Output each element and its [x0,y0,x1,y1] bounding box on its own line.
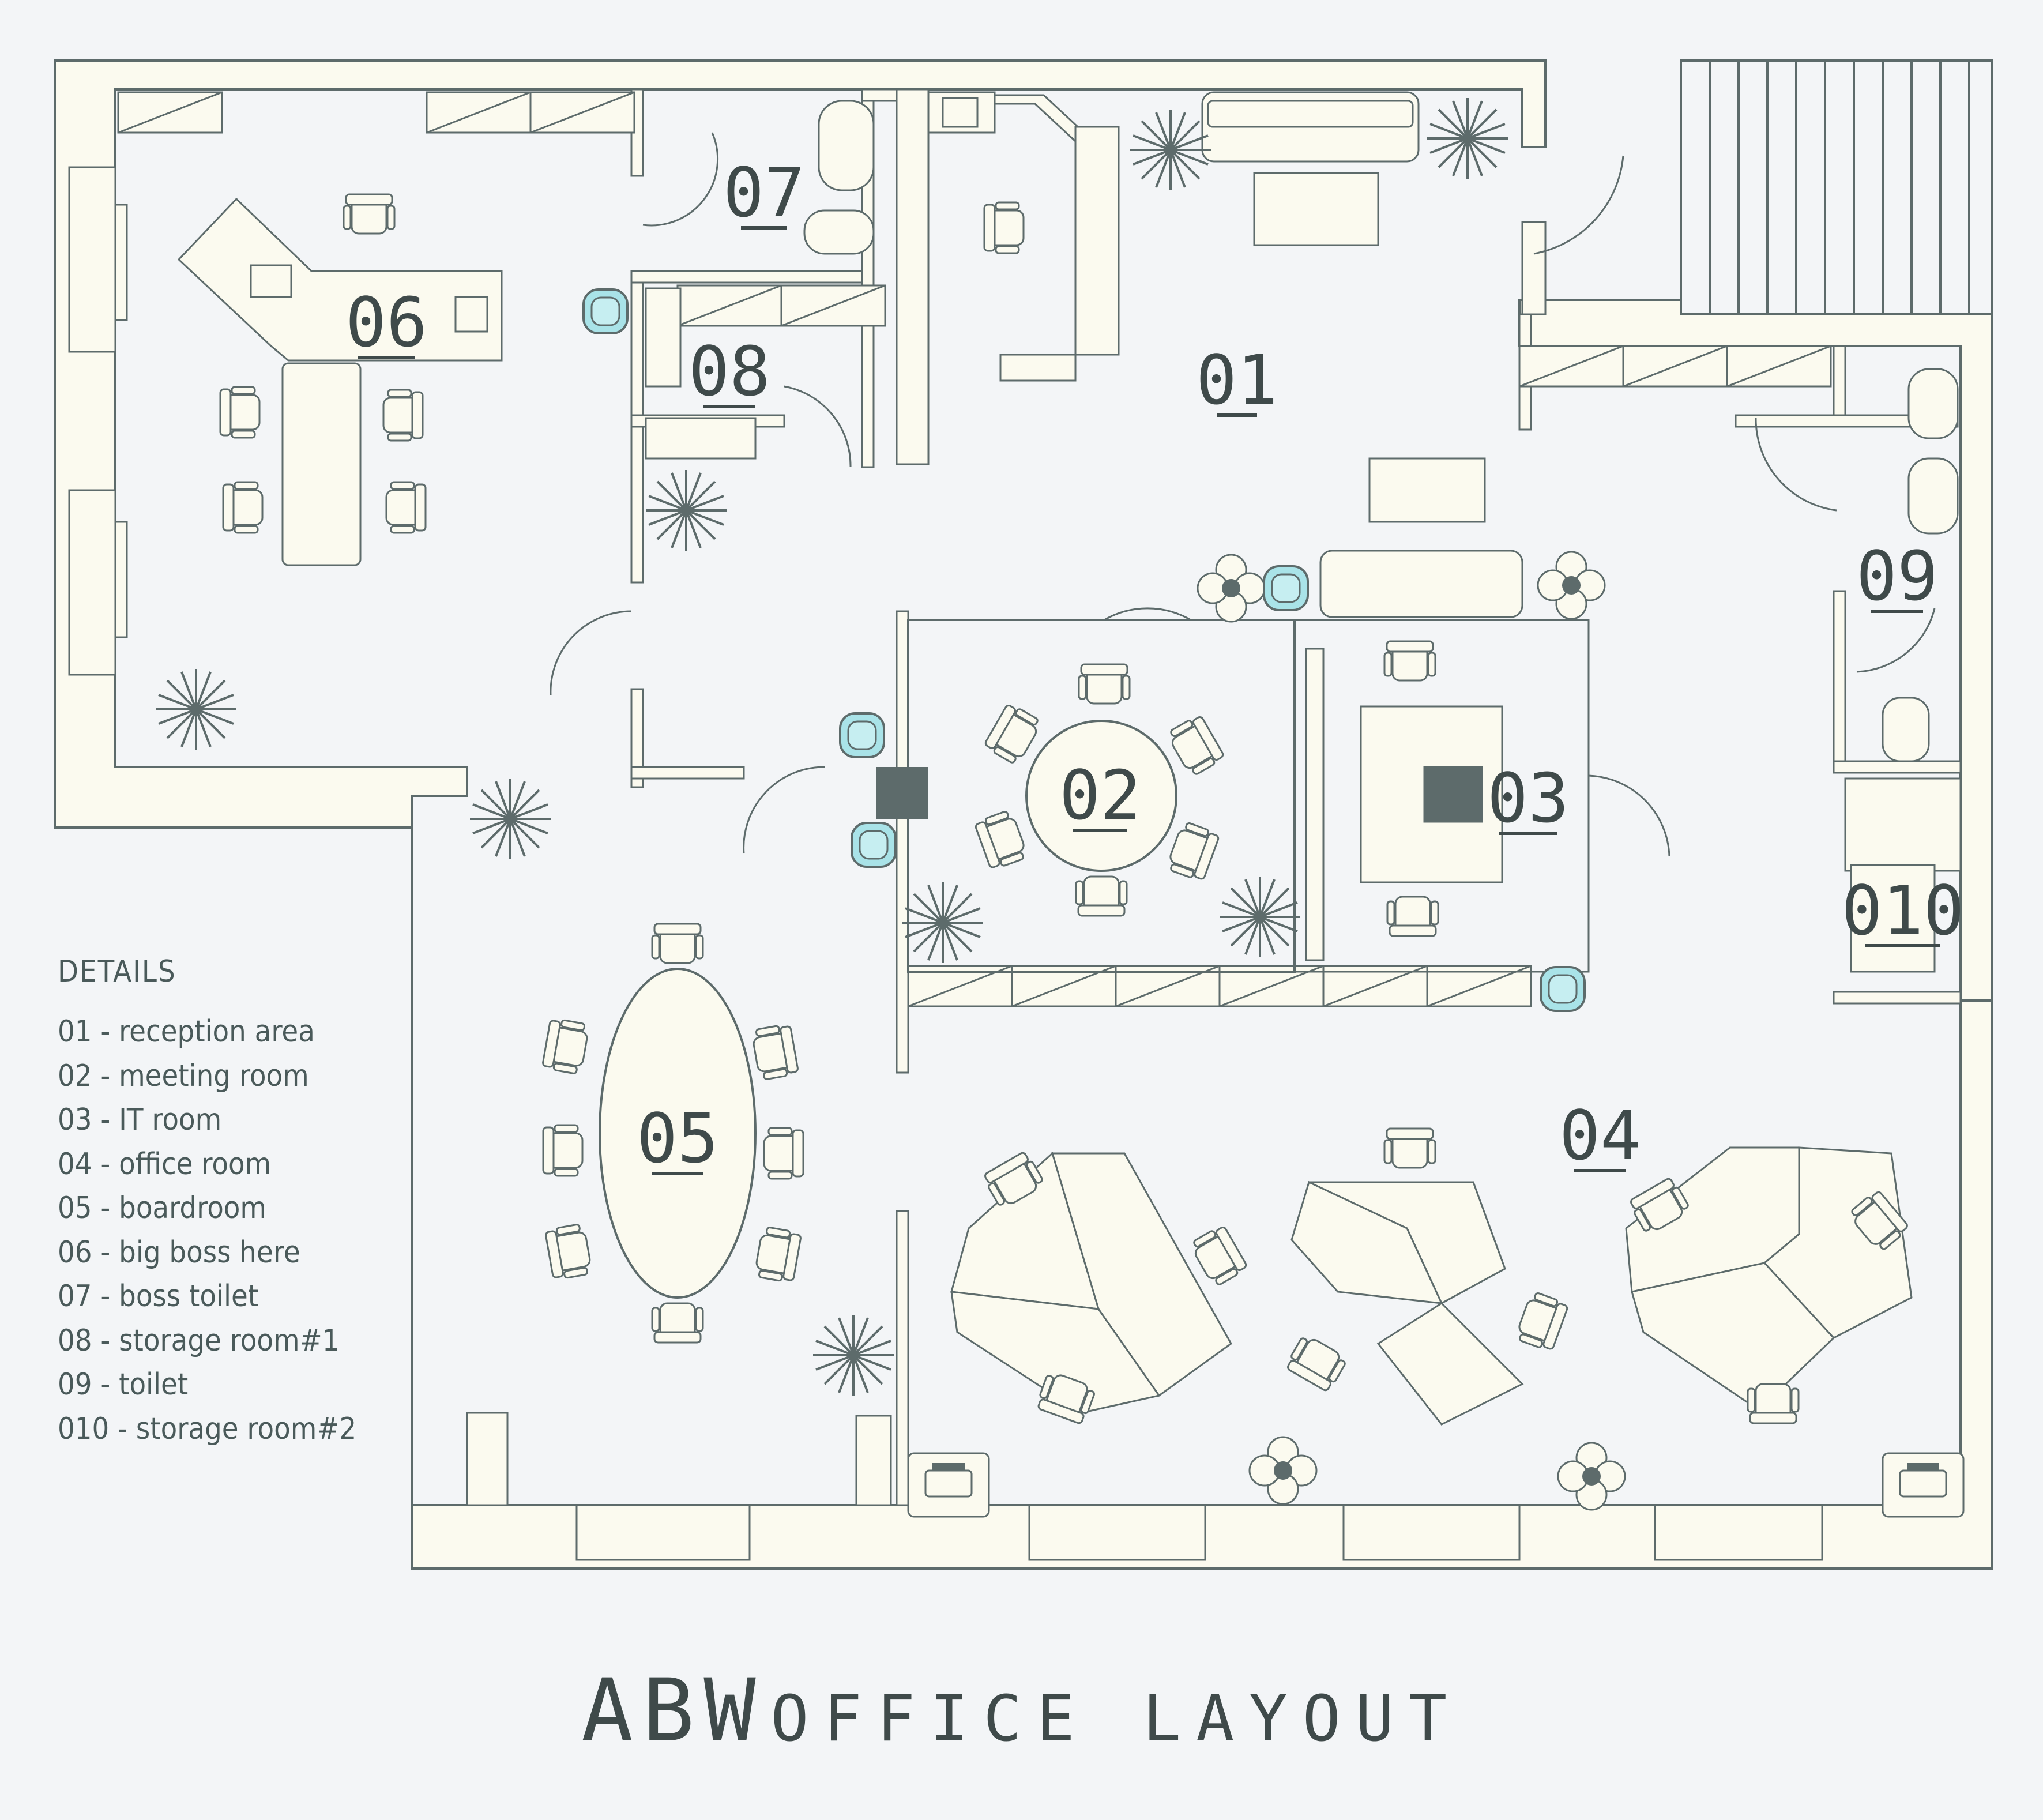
details-item: 05 - boardroom [58,1191,266,1225]
room-label-07: 07 [723,153,805,232]
details-item: 03 - IT room [58,1103,222,1137]
details-item: 02 - meeting room [58,1058,309,1093]
details-item: 07 - boss toilet [58,1279,259,1314]
details-item: 09 - toilet [58,1367,189,1402]
room-label-09: 09 [1856,536,1938,616]
room-label-04: 04 [1559,1096,1641,1175]
plan-title: ABW OFFICE LAYOUT [0,1661,2043,1761]
details-item: 06 - big boss here [58,1235,300,1270]
room-label-08: 08 [688,332,770,411]
details-item: 04 - office room [58,1146,272,1182]
room-label-06: 06 [345,283,427,362]
details-item: 08 - storage room#1 [58,1323,340,1358]
title-rest: OFFICE LAYOUT [770,1682,1462,1755]
room-label-010: 010 [1841,871,1964,950]
details-item: 010 - storage room#2 [58,1411,357,1446]
room-label-02: 02 [1059,755,1141,835]
room-label-03: 03 [1487,758,1569,838]
details-legend: DETAILS 01 - reception area 02 - meeting… [58,954,427,1451]
room-label-01: 01 [1196,340,1278,420]
details-heading: DETAILS [58,954,176,989]
details-item: 01 - reception area [58,1014,315,1049]
title-prefix: ABW [581,1661,765,1761]
room-label-05: 05 [637,1099,718,1178]
